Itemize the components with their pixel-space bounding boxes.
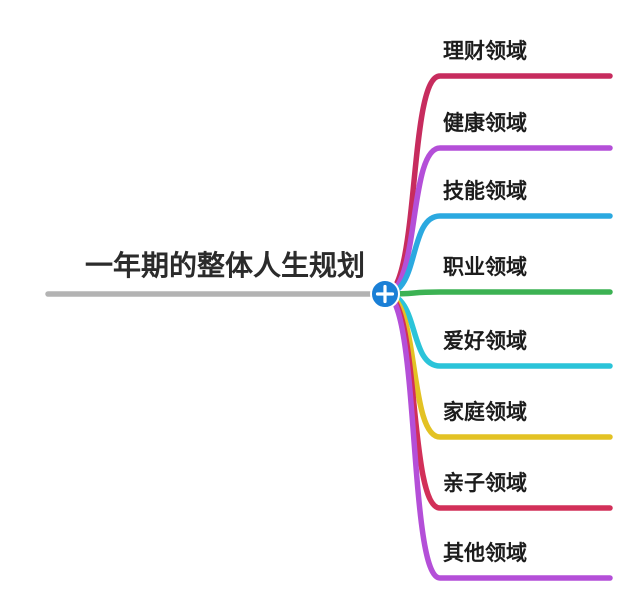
root-node-label[interactable]: 一年期的整体人生规划 [85,249,365,281]
branch-line-other [382,291,613,581]
branch-label-health[interactable]: 健康领域 [443,111,527,135]
plus-icon-strokes [375,284,395,304]
branch-label-hobby[interactable]: 爱好领域 [443,329,527,353]
branch-label-parenting[interactable]: 亲子领域 [443,471,527,495]
branch-line-skills [382,213,613,297]
branch-label-skills[interactable]: 技能领域 [443,179,527,203]
plus-icon [375,284,395,304]
branch-label-family[interactable]: 家庭领域 [443,400,527,424]
branch-label-finance[interactable]: 理财领域 [443,39,527,63]
branch-label-career[interactable]: 职业领域 [443,255,527,279]
center-expand-button[interactable] [370,279,400,309]
branch-line-career [382,289,613,297]
branch-label-other[interactable]: 其他领域 [443,541,527,565]
